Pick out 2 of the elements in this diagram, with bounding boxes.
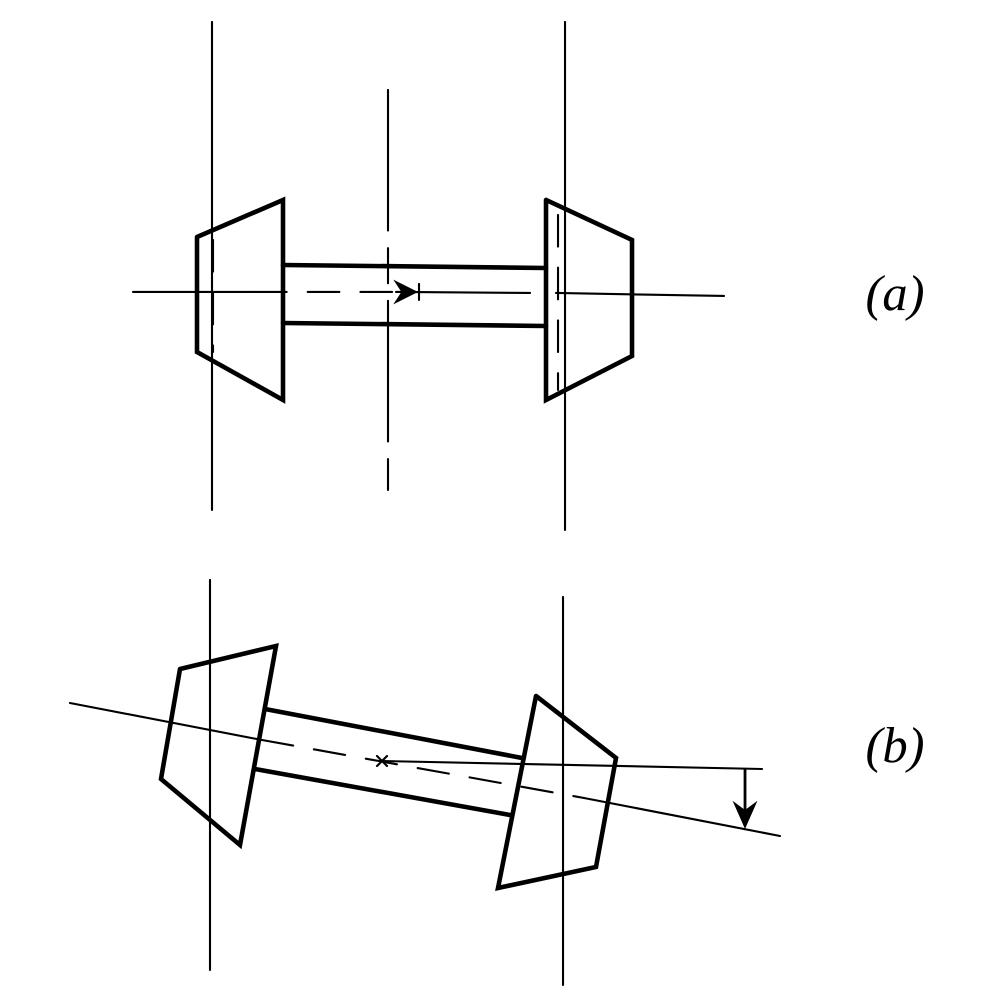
panel-label: (a): [867, 275, 923, 321]
panel-label: (b): [867, 727, 923, 773]
